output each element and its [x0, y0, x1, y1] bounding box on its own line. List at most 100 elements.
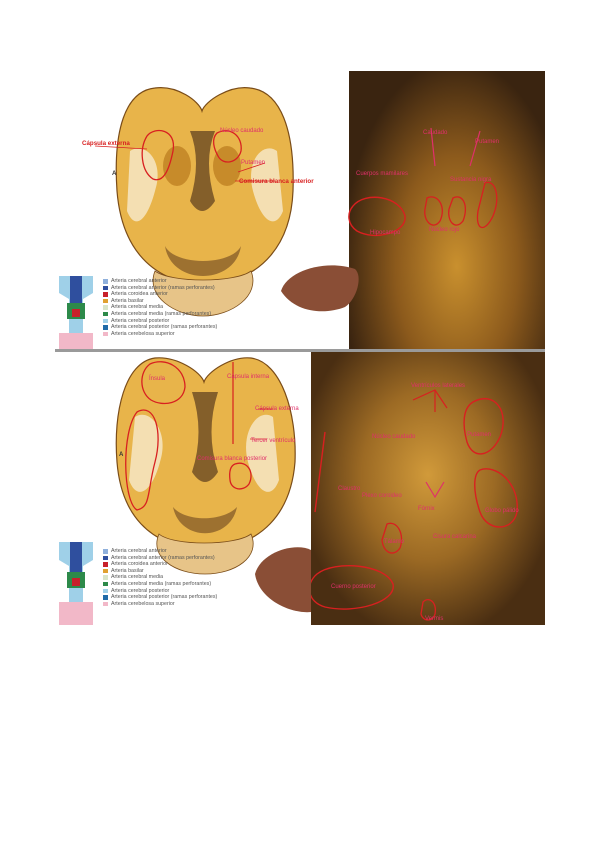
legend-text: Arteria basilar [111, 297, 144, 304]
figure-letter-top: A [112, 171, 117, 177]
legend-swatch [103, 581, 108, 587]
legend-swatch [103, 279, 108, 284]
legend-swatch [103, 331, 108, 337]
label-capsula-externa-bottom: Cápsula externa [255, 406, 299, 412]
top-panel-drawing: Cápsula externa Núcleo caudado Putamen C… [55, 87, 499, 350]
legend-swatch [103, 601, 108, 607]
bottom-legend-item: Arteria cerebral posterior [103, 588, 217, 595]
label-putamen-top: Putamen [241, 160, 265, 166]
bottom-legend-item: Arteria cerebral media (ramas perforante… [103, 581, 217, 588]
bottom-brain-photo [311, 352, 545, 625]
legend-text: Arteria coroidea anterior [111, 561, 168, 568]
bottom-legend-item: Arteria coroidea anterior [103, 561, 217, 568]
label-capsula-interna: Cápsula interna [227, 374, 270, 380]
top-brain-photo [349, 71, 545, 350]
label-capsula-externa-top: Cápsula externa [82, 140, 130, 147]
legend-text: Arteria cerebral media [111, 304, 164, 311]
label-talamo: Tálamo [384, 539, 405, 545]
legend-text: Arteria cerebral anterior [111, 278, 167, 284]
top-figure-panel: Cápsula externa Núcleo caudado Putamen C… [55, 71, 545, 350]
legend-text: Arteria cerebelosa superior [111, 600, 175, 607]
top-legend-item: Arteria cerebral media (ramas perforante… [103, 311, 217, 318]
top-lateral-brain [281, 265, 359, 312]
top-legend-item: Arteria cerebral posterior (ramas perfor… [103, 324, 217, 331]
label-claustro: Claustro [338, 486, 361, 492]
bottom-panel-drawing: Ínsula Cápsula interna Cápsula externa T… [55, 357, 519, 625]
legend-text: Arteria cerebral posterior (ramas perfor… [111, 324, 218, 331]
bottom-photo-annotations: Ventrículos laterales Núcleo caudado Put… [308, 383, 519, 622]
bottom-lateral-brain [255, 547, 311, 613]
label-cuerpos-mamilares: Cuerpos mamilares [356, 171, 408, 177]
legend-swatch [103, 588, 108, 594]
label-hipocampo: Hipocampo [370, 230, 401, 236]
bottom-legend-item: Arteria cerebral anterior (ramas perfora… [103, 555, 217, 562]
legend-text: Arteria cerebral posterior [111, 317, 170, 324]
label-insula: Ínsula [149, 375, 166, 382]
label-fornix: Fórnix [418, 506, 435, 512]
legend-text: Arteria cerebral media (ramas perforante… [111, 310, 212, 317]
legend-swatch [103, 292, 108, 297]
label-tercer-ventriculo: Tercer ventrículo [251, 438, 296, 444]
legend-swatch [103, 298, 108, 304]
label-putamen-photo: Putamen [475, 139, 499, 145]
label-nucleo-rojo: Núcleo rojo [429, 227, 460, 233]
top-legend-item: Arteria cerebral anterior [103, 278, 217, 285]
label-cisura-calcarina: Cisura calcarina [433, 534, 477, 540]
bottom-annotations: Ínsula Cápsula interna Cápsula externa T… [119, 361, 299, 511]
top-legend-item: Arteria cerebral posterior [103, 318, 217, 325]
bottom-legend-item: Arteria cerebral anterior [103, 548, 217, 555]
label-nucleo-caudado-top: Núcleo caudado [220, 128, 264, 134]
legend-swatch [103, 549, 108, 554]
top-legend-item: Arteria cerebral anterior (ramas perfora… [103, 285, 217, 292]
legend-swatch [103, 575, 108, 580]
label-nucleo-caudado-bottom: Núcleo caudado [372, 434, 416, 440]
legend-swatch [103, 305, 108, 310]
bottom-legend-item: Arteria cerebral posterior (ramas perfor… [103, 594, 217, 601]
legend-text: Arteria cerebral anterior [111, 548, 167, 554]
top-photo-annotations: Caudado Putamen Cuerpos mamilares Hipoca… [348, 127, 499, 237]
bottom-cerebrum-section [115, 357, 296, 575]
top-legend-item: Arteria cerebelosa superior [103, 331, 217, 338]
legend-swatch [103, 568, 108, 574]
bottom-legend-item: Arteria cerebral media [103, 574, 217, 581]
figure-letter-bottom: A [119, 452, 124, 458]
bottom-figure-panel: Ínsula Cápsula interna Cápsula externa T… [55, 352, 545, 625]
legend-swatch [103, 318, 108, 324]
legend-swatch [103, 325, 108, 330]
top-vascular-map [55, 271, 97, 350]
panel-divider [55, 349, 545, 352]
legend-text: Arteria cerebral media (ramas perforante… [111, 580, 212, 587]
label-plexo-coroideo: Plexo coroideo [362, 493, 402, 499]
label-caudado-photo: Caudado [423, 130, 448, 136]
top-cerebrum-section [115, 87, 294, 317]
legend-swatch [103, 285, 108, 291]
label-sustancia-nigra: Sustancia nigra [450, 177, 492, 183]
legend-swatch [103, 311, 108, 317]
label-globo-palido: Globo pálido [485, 508, 519, 514]
legend-swatch [103, 595, 108, 600]
legend-text: Arteria cerebral posterior (ramas perfor… [111, 594, 218, 601]
top-legend-item: Arteria cerebral media [103, 304, 217, 311]
legend-text: Arteria cerebral anterior (ramas perfora… [111, 554, 215, 561]
label-ventriculos-laterales: Ventrículos laterales [411, 383, 465, 389]
legend-swatch [103, 555, 108, 561]
top-legend-item: Arteria coroidea anterior [103, 291, 217, 298]
label-vermis: Vermis [425, 616, 443, 622]
bottom-legend-item: Arteria cerebelosa superior [103, 601, 217, 608]
label-comisura-blanca-posterior: Comisura blanca posterior [197, 456, 267, 462]
bottom-vascular-map [55, 538, 97, 625]
legend-text: Arteria basilar [111, 567, 144, 574]
bottom-legend-item: Arteria basilar [103, 568, 217, 575]
label-comisura-blanca-anterior: Comisura blanca anterior [239, 178, 314, 185]
legend-text: Arteria cerebral posterior [111, 587, 170, 594]
label-putamen-bottom: Putamen [467, 432, 491, 438]
legend-text: Arteria cerebral media [111, 574, 164, 581]
legend-text: Arteria cerebelosa superior [111, 330, 175, 337]
label-cuerno-posterior: Cuerno posterior [331, 584, 376, 590]
legend-text: Arteria cerebral anterior (ramas perfora… [111, 284, 215, 291]
top-annotations: Cápsula externa Núcleo caudado Putamen C… [82, 128, 314, 185]
legend-text: Arteria coroidea anterior [111, 291, 168, 298]
top-legend-item: Arteria basilar [103, 298, 217, 305]
